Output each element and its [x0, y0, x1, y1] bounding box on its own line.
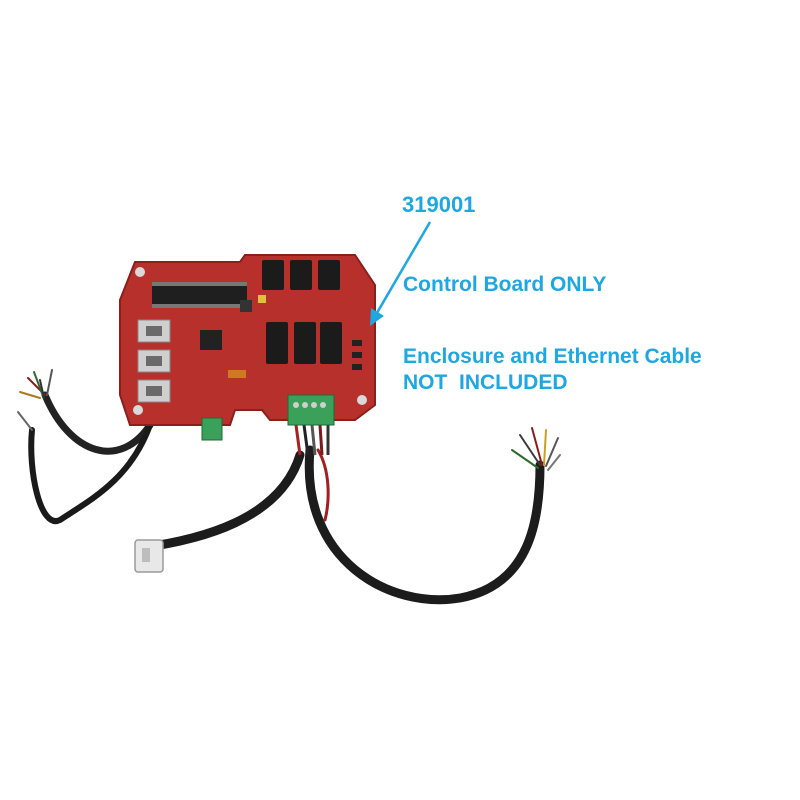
- description-label: Control Board ONLY: [403, 273, 607, 296]
- terminal-wires: [294, 424, 330, 456]
- pointer-arrow: [370, 221, 432, 326]
- part-number-label: 319001: [402, 192, 476, 217]
- right-cable-harness: [304, 427, 561, 605]
- exclusion-line-1: Enclosure and Ethernet Cable: [403, 345, 702, 368]
- exclusion-note: Enclosure and Ethernet Cable NOT INCLUDE…: [403, 344, 702, 396]
- exclusion-line-2: NOT INCLUDED: [403, 371, 568, 394]
- control-board: [119, 254, 376, 441]
- connector-plug: [134, 539, 164, 573]
